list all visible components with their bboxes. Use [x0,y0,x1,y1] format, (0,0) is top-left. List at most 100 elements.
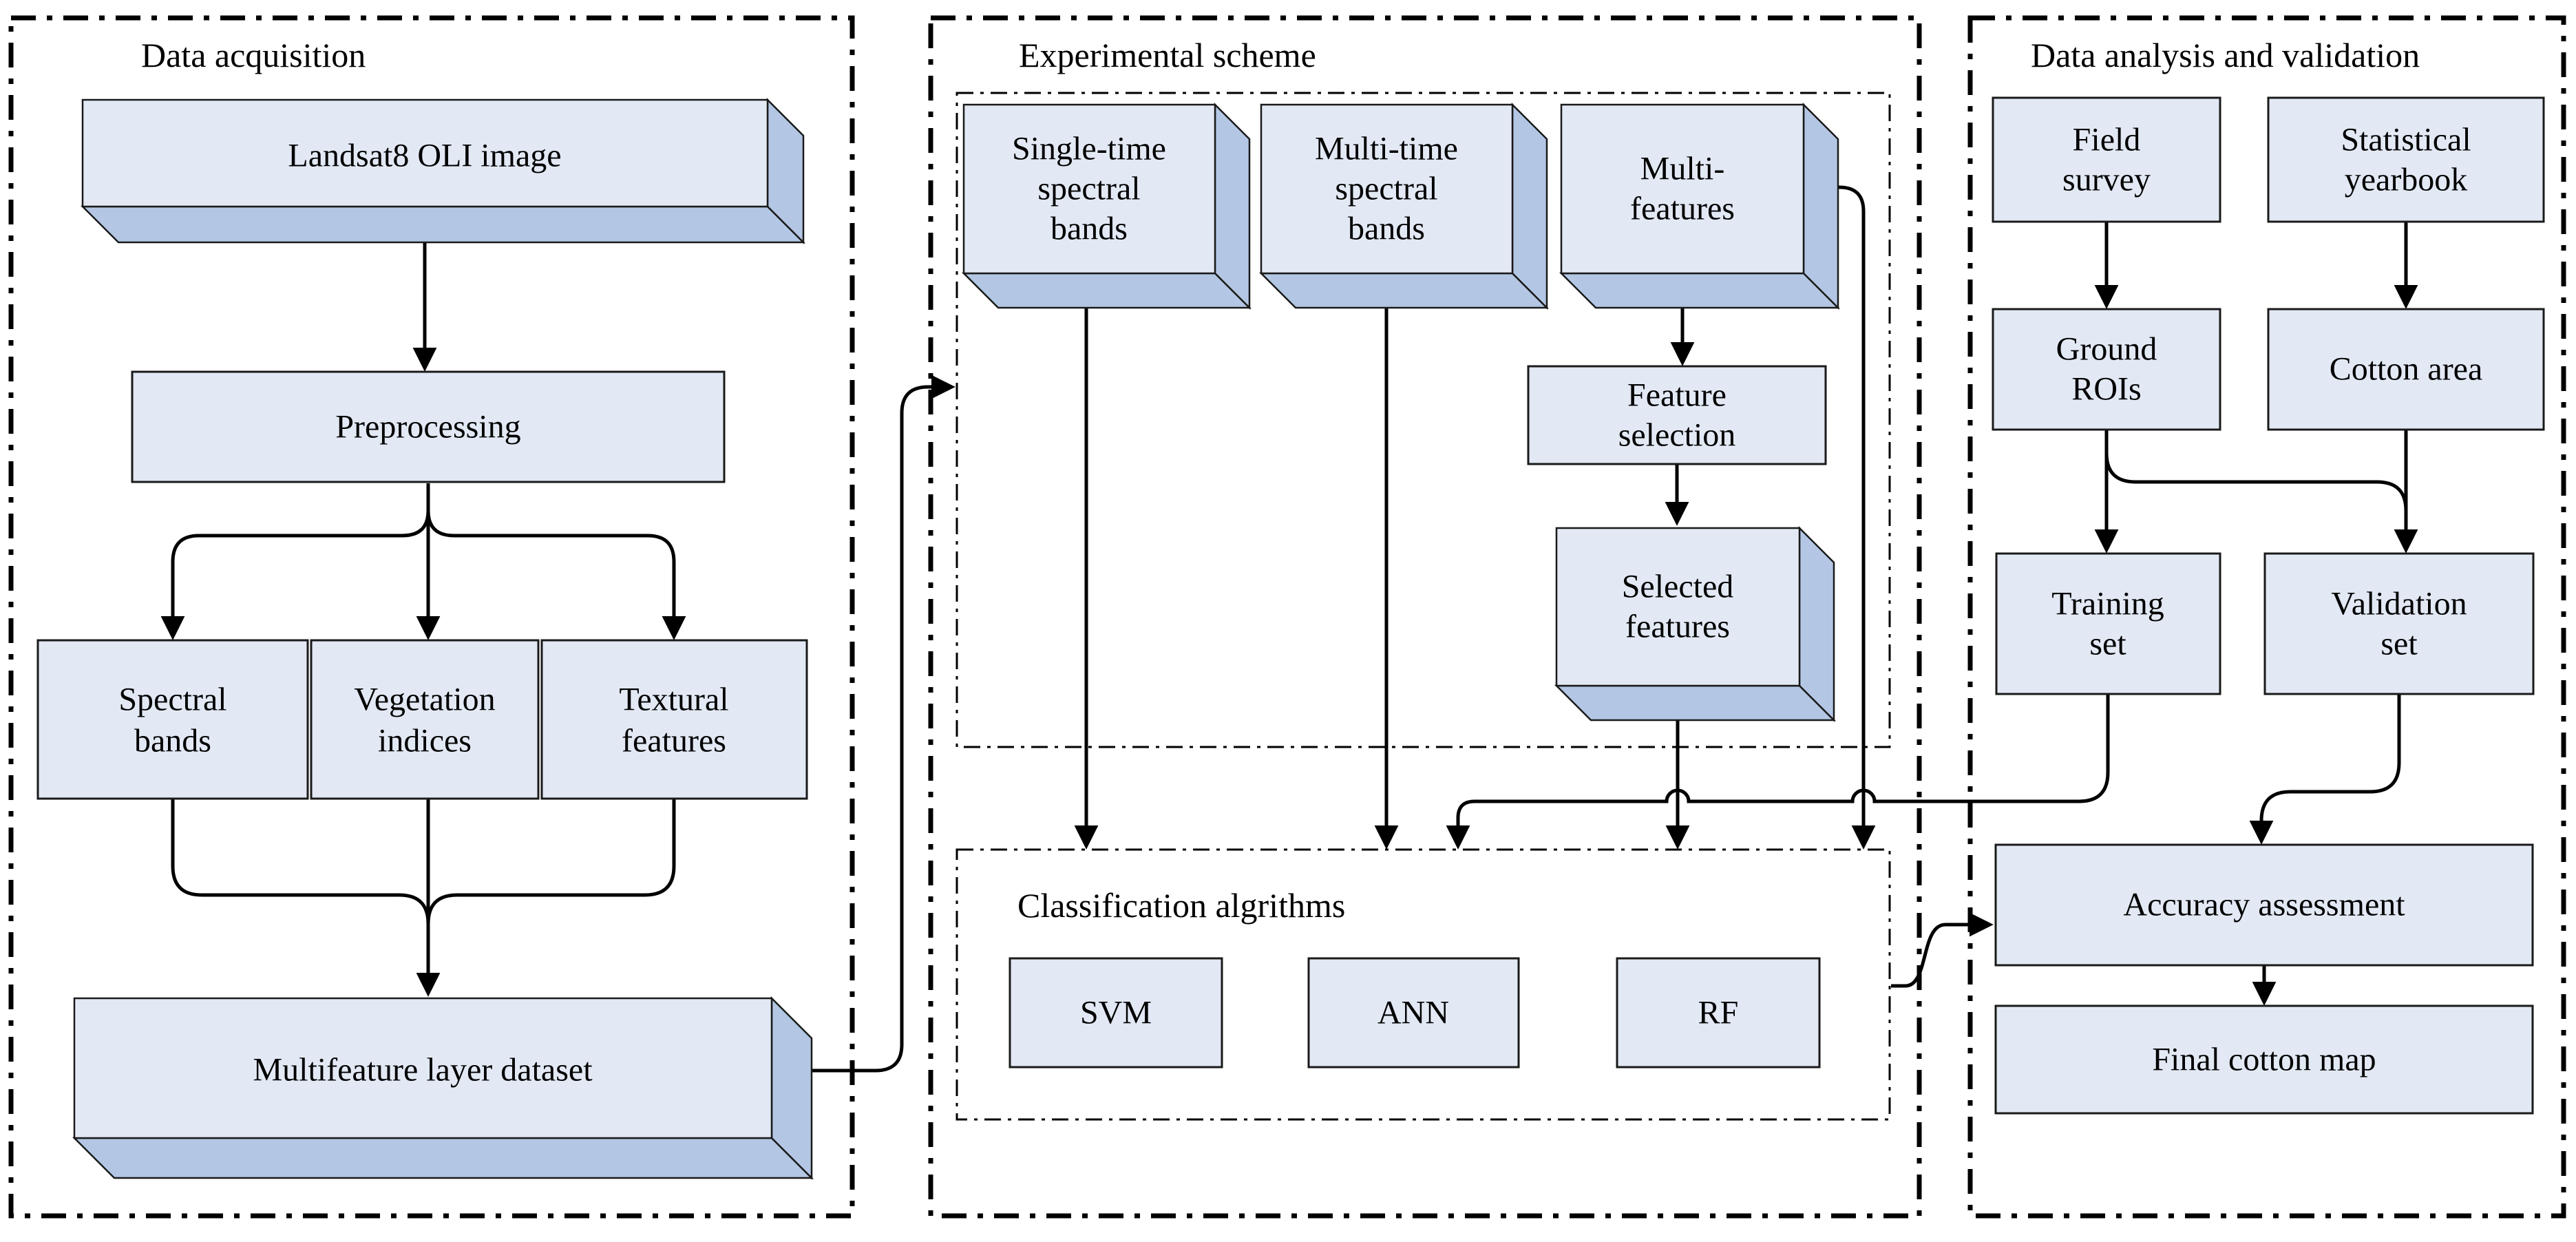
box-validation-set-line2: set [2380,626,2418,662]
line-spectral-merge [171,799,430,925]
arrow-preprocessing-to-textural [426,483,686,640]
line-groundrois-branch-to-validation [2104,452,2408,512]
box-textural-features: Textural features [540,639,808,800]
subframe-feature-inputs [956,92,1891,748]
box-textural-line1: Textural [619,682,728,718]
box-feature-selection-line2: selection [1618,417,1736,454]
box-multi-time: Multi-time spectral bands [1258,102,1550,310]
box-cotton-area-label: Cotton area [2330,351,2483,388]
box-vegetation-rect [310,639,540,800]
box-multi-time-line2: spectral [1335,171,1437,207]
box-svm-label: SVM [1080,995,1152,1031]
box-multifeature-bottom-face [72,1137,814,1179]
box-single-time-line3: bands [1051,211,1128,247]
box-field-survey-rect [1992,96,2221,223]
box-training-set-line2: set [2089,626,2126,662]
box-multi-features-bottom-face [1559,272,1841,309]
box-textural-rect [540,639,808,800]
box-preprocessing: Preprocessing [131,370,726,483]
box-ground-rois-rect [1992,308,2221,431]
box-cotton-area: Cotton area [2267,308,2545,431]
box-multi-time-bottom-face [1258,272,1550,309]
box-single-time-bottom-face [961,272,1252,309]
box-spectral-line2: bands [134,723,211,759]
box-multi-features-right-face [1802,102,1839,310]
box-svm-rect [1009,957,1223,1069]
arrow-classification-to-accuracy [1891,912,1994,988]
arrow-multifeatures-direct-to-classification [1804,185,1876,850]
box-final-map-label: Final cotton map [2152,1042,2376,1078]
arrow-trainingset-to-classification [1446,694,2110,850]
title-experimental-scheme: Experimental scheme [1019,36,1316,74]
box-multi-time-line1: Multi-time [1315,131,1458,167]
box-feature-selection: Feature selection [1527,365,1827,465]
box-vegetation-line2: indices [378,723,472,759]
panel-data-analysis [1967,15,2566,1219]
box-rf-label: RF [1698,995,1739,1031]
box-field-survey: Field survey [1992,96,2221,223]
box-landsat-bottom-face [80,205,806,244]
box-multi-features-line1: Multi- [1640,151,1725,187]
box-multifeature-front [73,997,773,1139]
box-accuracy-assessment: Accuracy assessment [1994,843,2534,967]
title-classification-algorithms: Classification algrithms [1017,886,1345,925]
box-multifeature-dataset: Multifeature layer dataset [72,996,814,1181]
box-yearbook-rect [2267,96,2545,223]
box-field-survey-line2: survey [2062,162,2151,198]
box-accuracy-rect [1994,843,2534,967]
box-selected-line1: Selected [1622,569,1734,605]
panel-experimental-scheme [928,15,1922,1219]
box-selected-bottom-face [1554,684,1837,722]
box-single-time-line2: spectral [1037,171,1140,207]
box-vegetation-line1: Vegetation [354,682,495,718]
box-vegetation-indices: Vegetation indices [310,639,540,800]
box-cotton-area-rect [2267,308,2545,431]
box-textural-line2: features [622,723,726,759]
box-multi-time-right-face [1511,102,1548,310]
box-final-map-rect [1994,1004,2534,1115]
arrow-preprocessing-to-spectral [160,483,430,640]
box-ground-rois-line2: ROIs [2071,371,2141,408]
arrow-multifeature-to-experimental [774,375,956,1073]
box-selected-line2: features [1625,609,1730,645]
box-selected-front [1555,527,1801,687]
box-spectral-rect [36,639,309,800]
box-preprocessing-rect [131,370,726,483]
box-rf: RF [1616,957,1821,1069]
box-feature-selection-line1: Feature [1627,377,1727,414]
box-statistical-yearbook: Statistical yearbook [2267,96,2545,223]
box-multi-time-line3: bands [1348,211,1425,247]
box-multi-time-front [1260,103,1514,275]
box-preprocessing-label: Preprocessing [335,409,520,445]
box-final-cotton-map: Final cotton map [1994,1004,2534,1115]
box-single-time-right-face [1214,102,1251,310]
box-multifeature-label: Multifeature layer dataset [253,1052,593,1088]
box-training-set: Training set [1995,552,2221,695]
box-validation-set-line1: Validation [2331,586,2467,622]
box-ann: ANN [1307,957,1520,1069]
title-data-acquisition: Data acquisition [141,36,366,74]
box-spectral-line1: Spectral [118,682,226,718]
box-ann-label: ANN [1377,995,1449,1031]
box-selected-features: Selected features [1554,525,1837,723]
box-svm: SVM [1009,957,1223,1069]
box-spectral-bands: Spectral bands [36,639,309,800]
box-training-set-rect [1995,552,2221,695]
box-ground-rois-line1: Ground [2056,331,2157,368]
box-rf-rect [1616,957,1821,1069]
box-single-time: Single-time spectral bands [961,102,1252,310]
box-landsat: Landsat8 OLI image [80,97,806,245]
subframe-classification [956,848,1891,1121]
box-feature-selection-rect [1527,365,1827,465]
box-single-time-front [962,103,1216,275]
box-yearbook-line1: Statistical [2341,122,2471,158]
box-multi-features: Multi- features [1559,102,1841,310]
line-textural-merge [426,799,676,925]
box-multi-features-front [1560,103,1805,275]
box-landsat-front [81,98,769,208]
box-ground-rois: Ground ROIs [1992,308,2221,431]
box-single-time-line1: Single-time [1012,131,1166,167]
box-ann-rect [1307,957,1520,1069]
